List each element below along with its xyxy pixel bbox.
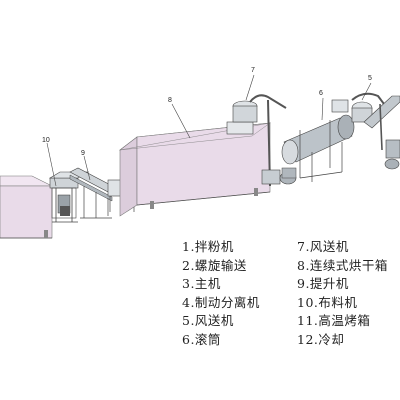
legend-column-right: 7.风送机 8.连续式烘干箱 9.提升机 10.布料机 11.高温烤箱 12.冷… xyxy=(297,238,388,350)
legend-item: 4.制动分离机 xyxy=(182,294,260,310)
callout-leaders xyxy=(46,74,372,187)
left-oven xyxy=(0,175,53,239)
callout-labels: 10 9 8 7 6 5 xyxy=(42,67,372,157)
legend-item: 1.拌粉机 xyxy=(182,239,234,254)
callout-8: 8 xyxy=(168,97,172,104)
component-legend: 1.拌粉机 2.螺旋输送 3.主机 4.制动分离机 5.风送机 6.滚筒 7.风… xyxy=(182,238,400,368)
legend-item: 9.提升机 xyxy=(297,276,349,292)
legend-item: 10.布料机 xyxy=(297,294,358,310)
legend-item: 7.风送机 xyxy=(297,239,349,254)
legend-item: 5.风送机 xyxy=(182,313,234,329)
callout-6: 6 xyxy=(319,90,323,97)
callout-10: 10 xyxy=(42,137,50,144)
legend-item: 11.高温烤箱 xyxy=(297,313,371,329)
callout-7: 7 xyxy=(251,67,255,74)
rotary-drum xyxy=(281,99,355,182)
legend-item: 12.冷却 xyxy=(297,331,345,347)
spreader-machine xyxy=(48,171,90,223)
callout-5: 5 xyxy=(368,75,372,82)
callout-9: 9 xyxy=(81,150,85,157)
legend-item: 2.螺旋输送 xyxy=(182,257,247,273)
fan-conveyor xyxy=(351,92,400,170)
legend-column-left: 1.拌粉机 2.螺旋输送 3.主机 4.制动分离机 5.风送机 6.滚筒 xyxy=(182,238,260,350)
legend-item: 3.主机 xyxy=(182,276,221,292)
legend-item: 6.滚筒 xyxy=(182,331,221,347)
continuous-dryer xyxy=(118,94,287,217)
legend-item: 8.连续式烘干箱 xyxy=(297,257,388,273)
